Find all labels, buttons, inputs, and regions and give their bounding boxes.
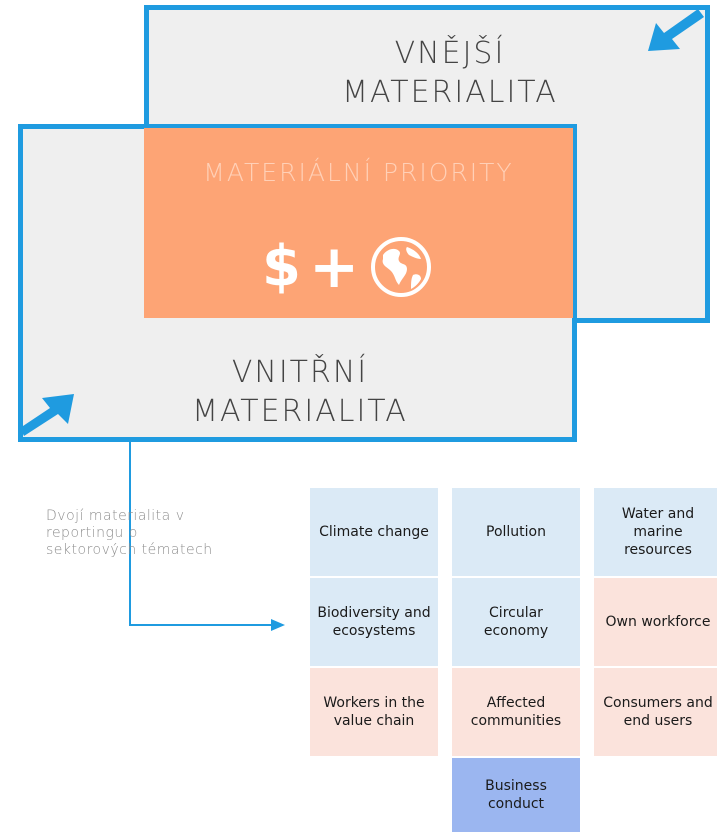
plus-icon: +	[308, 232, 360, 302]
topic-label: Consumers and	[603, 695, 713, 711]
topic-label: Own workforce	[605, 614, 711, 630]
dollar-icon: $	[262, 234, 301, 299]
topic-label: Business	[485, 778, 547, 794]
topic-tile-circular-economy: Circular economy	[452, 578, 580, 666]
material-priorities-title: MATERIÁLNÍ PRIORITY	[203, 158, 514, 187]
topic-label: end users	[623, 713, 693, 729]
topic-label: Biodiversity and	[317, 605, 431, 621]
topic-tile-own-workforce: Own workforce	[594, 578, 717, 666]
topic-label: resources	[624, 542, 692, 558]
topic-label: ecosystems	[332, 623, 416, 639]
caption-line: Dvojí materialita v	[46, 508, 185, 524]
material-priorities-box: MATERIÁLNÍ PRIORITY $ +	[144, 128, 573, 318]
internal-materiality-title-line: VNITŘNÍ	[231, 355, 369, 390]
topic-tile-pollution: Pollution	[452, 488, 580, 576]
external-materiality-title-line: VNĚJŠÍ	[394, 36, 506, 71]
arrow-icon	[648, 9, 704, 51]
caption: Dvojí materialita v reportingu o sektoro…	[46, 508, 256, 559]
globe-icon	[371, 237, 432, 297]
topic-tile-business-conduct: Business conduct	[452, 758, 580, 832]
topic-tile-water-marine: Water and marine resources	[594, 488, 717, 576]
topic-tile-biodiversity: Biodiversity and ecosystems	[310, 578, 438, 666]
topic-label: Affected	[486, 695, 546, 711]
topic-label: marine	[633, 524, 683, 540]
topic-label: Workers in the	[323, 695, 425, 711]
caption-line: sektorových tématech	[46, 542, 213, 558]
topic-tile-consumers: Consumers and end users	[594, 668, 717, 756]
topic-label: Water and	[621, 506, 695, 522]
topic-label: Climate change	[319, 524, 429, 540]
internal-materiality-title: VNITŘNÍ MATERIALITA	[120, 353, 480, 431]
topic-tile-affected-communities: Affected communities	[452, 668, 580, 756]
topic-label: Pollution	[486, 524, 546, 540]
arrow-icon	[20, 394, 74, 436]
caption-line: reportingu o	[46, 525, 138, 541]
priority-formula: $ +	[262, 232, 433, 302]
topic-label: communities	[470, 713, 562, 729]
topic-label: economy	[483, 623, 549, 639]
topic-label: conduct	[487, 796, 545, 812]
topic-tile-climate-change: Climate change	[310, 488, 438, 576]
external-materiality-title: VNĚJŠÍ MATERIALITA	[270, 34, 630, 112]
topic-label: Circular	[489, 605, 543, 621]
external-materiality-title-line: MATERIALITA	[342, 75, 558, 110]
topic-tile-value-chain-workers: Workers in the value chain	[310, 668, 438, 756]
internal-materiality-title-line: MATERIALITA	[192, 394, 408, 429]
topic-label: value chain	[333, 713, 415, 729]
